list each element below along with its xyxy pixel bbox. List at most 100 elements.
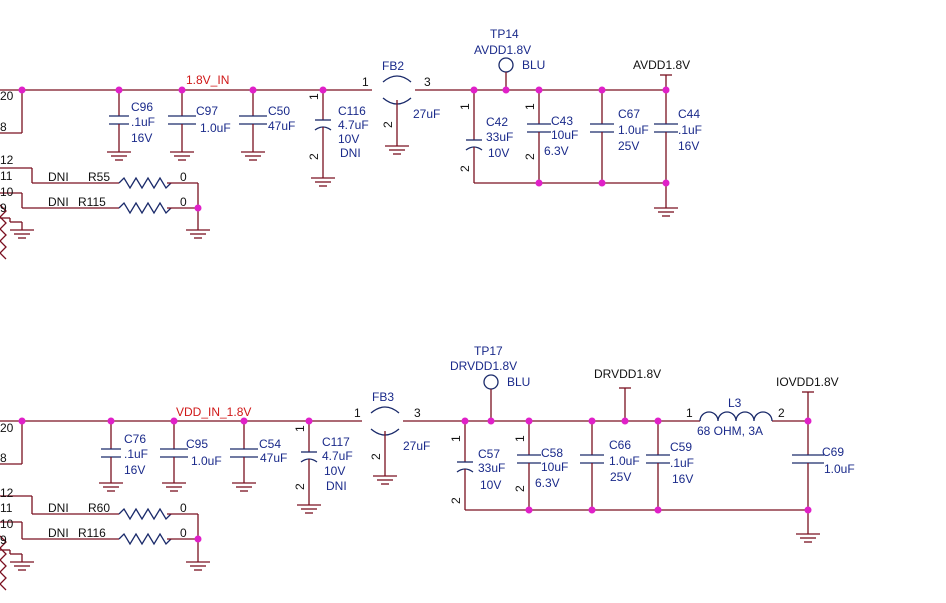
dni-c116: DNI (340, 146, 361, 160)
val-c117: 4.7uF (322, 449, 353, 463)
net-tp14: AVDD1.8V (474, 43, 531, 57)
val-fb2: 27uF (413, 107, 440, 121)
cap-c54 (230, 421, 258, 492)
val-c69: 1.0uF (824, 462, 855, 476)
ref-c57: C57 (478, 447, 500, 461)
cap-c95 (160, 421, 188, 492)
pin-num: 3 (424, 75, 431, 89)
pin-num: 1 (686, 406, 693, 420)
val-c67: 1.0uF (618, 123, 649, 137)
testpoint-tp17 (483, 374, 499, 421)
pin-num: 2 (369, 453, 383, 460)
pin-num: 1 (293, 425, 307, 432)
pin-label: 20 (0, 89, 14, 103)
ref-c116: C116 (338, 104, 366, 118)
rating-c96: 16V (131, 131, 152, 145)
cap-c116 (310, 90, 336, 187)
pin-label: 9 (0, 533, 7, 547)
val-c97: 1.0uF (200, 121, 231, 135)
bottom-section: 20 8 12 11 10 9 VDD_IN_1.8V DNI R60 0 DN… (0, 344, 855, 591)
rating-c44: 16V (678, 139, 699, 153)
pin-num: 1 (523, 103, 537, 110)
ref-c95: C95 (186, 437, 208, 451)
cap-c97 (168, 90, 196, 161)
ref-tp17: TP17 (474, 344, 503, 358)
val-c50: 47uF (268, 119, 295, 133)
dni-label: DNI (48, 195, 69, 209)
cap-c58 (517, 421, 541, 510)
r116-body (118, 532, 172, 546)
pin-label: 9 (0, 201, 7, 215)
net-label-bottom: VDD_IN_1.8V (176, 405, 251, 419)
pin-label: 10 (0, 185, 14, 199)
ref-c117: C117 (322, 435, 350, 449)
pin-num: 1 (354, 406, 361, 420)
ferrite-fb2 (382, 75, 412, 155)
ref-c42: C42 (486, 115, 508, 129)
val-r115: 0 (180, 195, 187, 209)
val-c57: 33uF (478, 461, 505, 475)
val-c66: 1.0uF (609, 454, 640, 468)
val-r60: 0 (180, 501, 187, 515)
left-hatch (0, 204, 7, 260)
color-tp17: BLU (507, 375, 530, 389)
pin-num: 1 (458, 103, 472, 110)
pin-num: 2 (513, 485, 527, 492)
rating-c57: 10V (480, 478, 501, 492)
cap-c67 (590, 90, 614, 183)
pin-num: 1 (307, 93, 321, 100)
rating-c66: 25V (610, 470, 631, 484)
ref-c97: C97 (196, 104, 218, 118)
rail-drvdd: DRVDD1.8V (594, 367, 661, 381)
ref-c96: C96 (131, 100, 153, 114)
rating-c58: 6.3V (535, 476, 560, 490)
net-label-top: 1.8V_IN (186, 73, 229, 87)
ref-c54: C54 (259, 437, 281, 451)
ref-fb2: FB2 (382, 59, 404, 73)
val-c43: 10uF (551, 128, 578, 142)
val-c58: 10uF (541, 460, 568, 474)
val-c95: 1.0uF (191, 454, 222, 468)
pin-label: 11 (0, 169, 13, 183)
rating-c42: 10V (488, 146, 509, 160)
pin-label: 12 (0, 153, 14, 167)
rail-avdd: AVDD1.8V (633, 58, 690, 72)
pin-num: 3 (414, 406, 421, 420)
left-hatch (0, 535, 7, 591)
val-c96: .1uF (131, 115, 155, 129)
pin-num: 2 (778, 406, 785, 420)
val-c76: .1uF (124, 447, 148, 461)
ref-c66: C66 (609, 438, 631, 452)
ref-tp14: TP14 (490, 27, 519, 41)
ref-c76: C76 (124, 432, 146, 446)
val-l3: 68 OHM, 3A (697, 424, 763, 438)
val-c116: 4.7uF (338, 118, 369, 132)
val-fb3: 27uF (403, 439, 430, 453)
ref-c69: C69 (822, 445, 844, 459)
testpoint-tp14 (498, 57, 514, 90)
ref-r116: R116 (78, 526, 106, 540)
rating-c43: 6.3V (544, 144, 569, 158)
pin-num: 2 (293, 483, 307, 490)
pin-num: 2 (458, 165, 472, 172)
val-c44: .1uF (678, 123, 702, 137)
val-c42: 33uF (486, 130, 513, 144)
cap-c57 (456, 421, 474, 510)
pin-label: 8 (0, 451, 7, 465)
cap-c59 (646, 421, 670, 510)
ref-c58: C58 (541, 446, 563, 460)
cap-c96 (106, 90, 132, 161)
pin-label: 12 (0, 486, 14, 500)
pin-num: 1 (449, 435, 463, 442)
ref-c50: C50 (268, 104, 290, 118)
rating-c116: 10V (338, 132, 359, 146)
dni-label: DNI (48, 501, 69, 515)
ferrite-fb3 (370, 406, 400, 485)
ref-c43: C43 (551, 114, 573, 128)
pin-num: 1 (362, 75, 369, 89)
pin-num: 2 (381, 121, 395, 128)
ref-c67: C67 (618, 107, 640, 121)
r60-body (118, 507, 172, 521)
inductor-l3 (699, 411, 773, 422)
